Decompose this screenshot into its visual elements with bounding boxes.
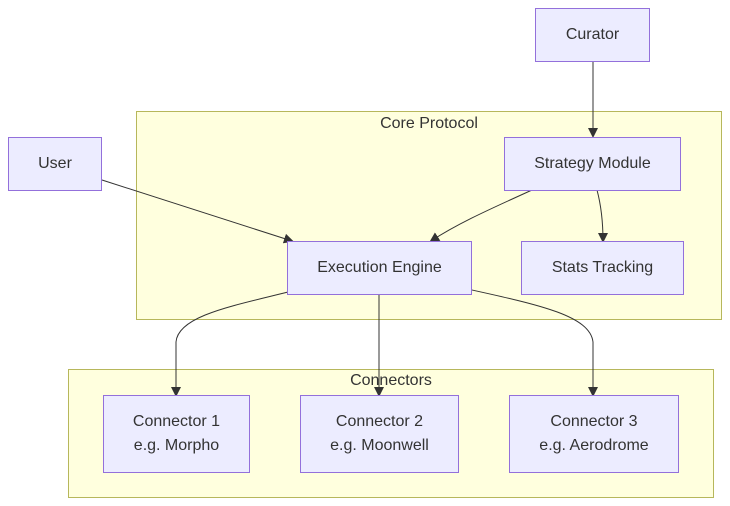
edge-execution-connector3 (471, 289, 598, 397)
stats-tracking-label: Stats Tracking (551, 259, 654, 276)
connector-2-node[interactable]: Connector 2 e.g. Moonwell (300, 395, 459, 473)
stats-tracking-node[interactable]: Stats Tracking (521, 241, 684, 295)
connector-2-title: Connector 2 (335, 413, 424, 430)
connector-3-node[interactable]: Connector 3 e.g. Aerodrome (509, 395, 679, 473)
edge-strategy-stats (596, 189, 608, 243)
connector-2-example: e.g. Moonwell (330, 437, 429, 454)
edge-strategy-execution (429, 189, 533, 243)
connector-1-title: Connector 1 (132, 413, 221, 430)
connector-3-example: e.g. Aerodrome (539, 437, 649, 454)
strategy-module-label: Strategy Module (534, 155, 651, 172)
execution-engine-node[interactable]: Execution Engine (287, 241, 472, 295)
user-label: User (38, 155, 72, 172)
edge-execution-connector1 (171, 291, 289, 397)
curator-label: Curator (565, 26, 620, 43)
connector-3-title: Connector 3 (550, 413, 638, 430)
edge-user-execution (101, 179, 294, 244)
user-node[interactable]: User (8, 137, 102, 191)
connector-1-example: e.g. Morpho (133, 437, 220, 454)
connectors-label: Connectors (350, 372, 432, 389)
execution-engine-label: Execution Engine (317, 259, 442, 276)
curator-node[interactable]: Curator (535, 8, 650, 62)
core-protocol-label: Core Protocol (380, 115, 478, 132)
connector-1-node[interactable]: Connector 1 e.g. Morpho (103, 395, 250, 473)
strategy-module-node[interactable]: Strategy Module (504, 137, 681, 191)
